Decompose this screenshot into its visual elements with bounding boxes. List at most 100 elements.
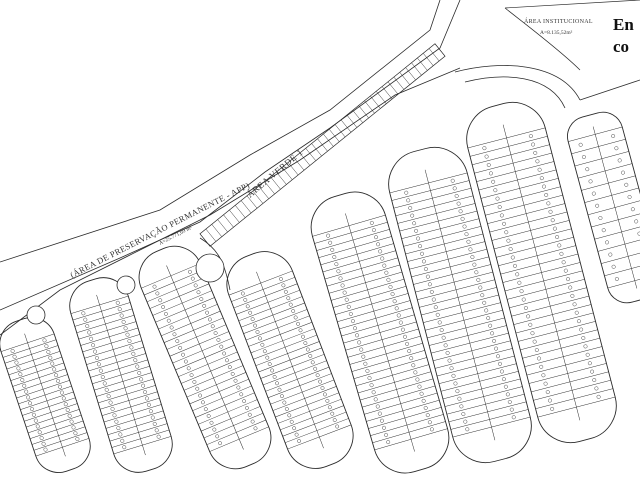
lot-marker [258,336,262,341]
lot-marker [426,274,430,279]
cul-de-sac [195,253,225,283]
lot-marker [110,407,115,411]
lot-marker [14,360,19,365]
strip-lot-division [376,91,387,104]
strip-lot-division [434,43,446,57]
lot-marker [503,384,508,389]
lot-division [604,260,640,277]
lot-division [320,243,394,266]
lot-marker [506,238,511,243]
lot-marker [466,239,471,244]
city-block [226,251,354,469]
lot-division [469,136,548,157]
lot-marker [305,347,310,352]
corner-text-line-1: En [613,15,634,34]
area-verde-label: ÁREA VERDE 1 [245,147,305,200]
lot-marker [455,389,460,394]
lot-division [500,253,579,275]
lot-marker [499,213,504,218]
lot-marker [18,372,23,377]
lot-marker [294,432,299,437]
lot-division [403,226,482,247]
lot-division [574,151,629,167]
institutional-area-label: ÁREA INSTITUCIONAL [524,17,593,25]
lot-marker [22,383,27,388]
lot-marker [112,413,117,418]
lot-marker [247,412,252,417]
lot-division [277,398,342,424]
lot-marker [495,196,500,201]
lot-marker [608,252,613,257]
lot-marker [233,378,238,383]
lot-marker [202,303,207,308]
lot-division [515,312,594,334]
city-block [388,146,532,464]
lot-marker [588,179,593,184]
strip-lot-division [235,205,246,218]
lot-division [531,371,609,393]
lot-marker [430,427,434,432]
lot-marker [33,418,38,423]
area-verde-lots [199,43,446,247]
lot-marker [412,221,417,226]
strip-lot-division [352,110,363,123]
lot-marker [203,407,208,412]
lot-marker [500,369,504,374]
lot-division [478,169,557,191]
lot-division [198,399,258,425]
lot-division [22,397,76,416]
lot-marker [380,256,385,261]
lot-marker [555,235,559,239]
lot-marker [476,278,481,282]
lot-division [228,270,293,296]
lot-division [18,385,72,405]
lot-division [578,163,633,179]
lot-division [446,393,525,415]
lot-division [166,324,227,350]
lot-division [607,273,640,289]
lot-marker [104,387,109,392]
lot-marker [416,236,420,241]
lot-marker [532,339,537,344]
lot-marker [591,191,596,196]
lot-marker [63,402,68,407]
lot-marker [405,342,409,346]
lot-marker [456,201,461,206]
lot-division [520,329,598,351]
lot-marker [486,163,491,167]
strip-lot-division [293,157,305,171]
lot-marker [398,320,403,325]
lot-marker [492,339,496,343]
lot-division [419,287,497,308]
lot-marker [414,228,418,233]
strip-lot-division [205,228,217,242]
lot-division [411,256,489,278]
lot-marker [141,383,145,388]
lot-division [374,428,448,451]
lot-marker [281,283,286,288]
lot-marker [10,349,15,353]
lot-division [597,236,640,252]
lot-marker [537,356,541,361]
lot-marker [617,158,622,163]
institutional-area-boundary [504,0,640,71]
lot-marker [120,438,125,443]
lot-division [275,392,339,418]
lot-marker [568,285,573,290]
lot-marker [454,194,459,198]
corner-text-line-2: co [613,37,630,56]
lot-division [111,429,170,448]
strip-lot-division [411,62,422,76]
lot-division [594,224,640,240]
lot-division [324,257,398,280]
lot-marker [320,386,325,390]
lot-marker [355,333,359,338]
lot-division [105,410,164,429]
lot-division [472,144,550,166]
lot-marker [81,311,86,316]
lot-division [584,187,639,203]
lot-division [333,286,407,308]
lot-marker [462,224,467,229]
lot-marker [56,379,60,383]
lot-marker [384,433,388,437]
